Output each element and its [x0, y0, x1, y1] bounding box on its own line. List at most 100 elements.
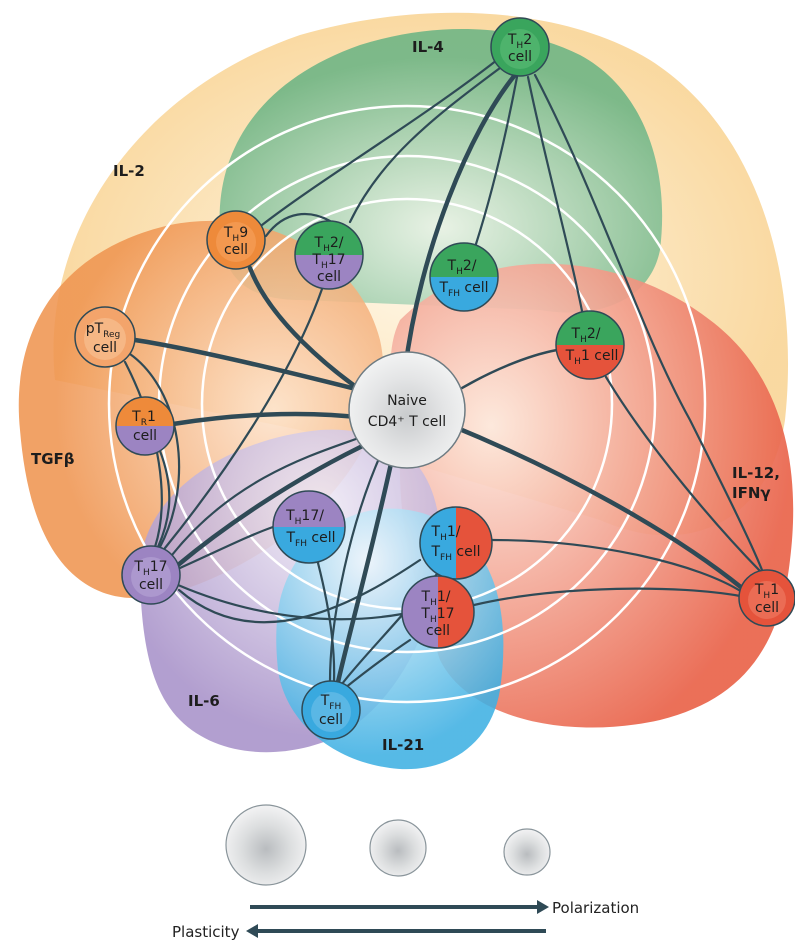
ptreg-sub: Reg — [103, 330, 120, 340]
th1-num: 1 — [770, 582, 779, 598]
tr1-cell[interactable]: TR1 cell — [115, 396, 175, 456]
th1tfh-T1: T — [431, 524, 441, 540]
il4-label: IL-4 — [412, 38, 444, 56]
th1th17-num2: 17 — [437, 606, 455, 622]
th2-th17-cell[interactable]: TH2/ TH17 cell — [294, 220, 364, 290]
th1tfh-sub2: FH — [440, 553, 452, 563]
th1tfh-sub1: H — [440, 533, 447, 543]
outer-ring — [107, 104, 707, 704]
svg-text:TH2/: TH2/ — [571, 326, 601, 345]
th17tfh-sub1: H — [295, 517, 302, 527]
th1th17-cell-word: cell — [426, 623, 450, 639]
svg-text:TH17: TH17 — [420, 606, 454, 625]
th17tfh-cell-word: cell — [307, 530, 336, 546]
tr1-num: 1 — [147, 409, 156, 425]
th2tfh-T2: T — [438, 280, 448, 296]
th2th1-num1: 2/ — [587, 326, 601, 342]
th2th17-T1: T — [314, 235, 324, 251]
link-th1th17-tfh — [343, 638, 412, 690]
th17-tfh-cell[interactable]: TH17/ TFH cell — [272, 490, 346, 564]
th17tfh-T2: T — [285, 530, 295, 546]
th1-th17-cell[interactable]: TH1/ TH17 cell — [401, 575, 475, 649]
link-th1th17-th1 — [472, 587, 742, 607]
cytokine-labels: IL-4 IL-2 TGFβ IL-12, IFNγ IL-6 IL-21 — [31, 38, 780, 754]
tfh-sub: FH — [329, 702, 341, 712]
th2-num: 2 — [523, 32, 532, 48]
link-treg-th17 — [128, 352, 181, 549]
naive-label-line2: CD4⁺ T cell — [368, 414, 446, 430]
link-naive-treg — [132, 337, 371, 395]
ptreg-cell-word: cell — [93, 340, 117, 356]
th1tfh-T2: T — [430, 544, 440, 560]
svg-text:TH17/: TH17/ — [285, 508, 324, 527]
link-th17-th1th17 — [176, 583, 404, 621]
link-th2-th2tfh — [474, 75, 519, 246]
tr1-cell-word: cell — [133, 428, 157, 444]
th2th17-num1: 2/ — [330, 235, 344, 251]
th1th17-T1: T — [421, 589, 431, 605]
link-th1tfh-th1 — [490, 538, 744, 594]
link-th17tfh-tfh — [316, 561, 336, 683]
th2-th1-cell[interactable]: TH2/ TH1 cell — [555, 310, 625, 380]
th9-cell[interactable]: TH9 cell — [206, 210, 266, 270]
legend-large-cell — [225, 804, 307, 886]
link-th17-naive2 — [170, 431, 374, 557]
tgfb-label: TGFβ — [31, 450, 75, 468]
link-th2th1-th1 — [604, 375, 762, 573]
th2th1-T1: T — [571, 326, 581, 342]
th1-cell[interactable]: TH1 cell — [738, 569, 795, 627]
link-naive-tr1 — [170, 411, 368, 427]
link-naive-th17 — [175, 437, 378, 568]
th2-tfh-cell[interactable]: TH2/ TFH cell — [429, 242, 499, 312]
th17-num: 17 — [150, 559, 168, 575]
plasticity-label: Plasticity — [172, 923, 240, 941]
link-th17-th17tfh — [178, 525, 275, 570]
th17-cell[interactable]: TH17 cell — [121, 545, 181, 605]
link-th17-th1tfh — [177, 558, 422, 624]
th1-tfh-cell[interactable]: TH1/ TFH cell — [419, 506, 493, 580]
svg-text:TH2/: TH2/ — [447, 258, 477, 277]
svg-text:TFH: TFH — [320, 693, 342, 712]
svg-text:TFH cell: TFH cell — [430, 544, 480, 563]
th2tfh-sub2: FH — [448, 289, 460, 299]
svg-text:TH1: TH1 — [754, 582, 779, 601]
naive-cd4-cell[interactable]: Naive CD4⁺ T cell — [348, 351, 466, 469]
il6-label: IL-6 — [188, 692, 220, 710]
ptreg-cell[interactable]: pTReg cell — [74, 306, 136, 368]
link-naive-th1 — [447, 422, 745, 591]
th2th1-sub1: H — [580, 335, 587, 345]
th2-sub: H — [516, 41, 523, 51]
th17tfh-sub2: FH — [295, 539, 307, 549]
tfh-cell-word: cell — [319, 712, 343, 728]
th2th1-sub2: H — [574, 357, 581, 367]
il12-label: IL-12, — [732, 464, 780, 482]
svg-text:TH17: TH17 — [133, 559, 167, 578]
svg-text:pTReg: pTReg — [86, 321, 121, 340]
link-naive-tfh2 — [328, 443, 387, 683]
link-th2-th1 — [533, 73, 764, 572]
link-th2th17-th17 — [163, 287, 324, 550]
ptreg-pT: pT — [86, 321, 104, 337]
th9-sub: H — [232, 234, 239, 244]
tfh-cell[interactable]: TFH cell — [301, 680, 361, 740]
link-naive-tfh — [335, 442, 398, 685]
svg-text:TH2/: TH2/ — [314, 235, 344, 254]
th9-num: 9 — [239, 225, 248, 241]
link-tr1-th17 — [156, 449, 171, 549]
th2-cell[interactable]: TH2 cell — [490, 17, 550, 77]
svg-text:TH1 cell: TH1 cell — [565, 348, 619, 367]
tfh-T: T — [320, 693, 330, 709]
th2-cell-word: cell — [508, 49, 532, 65]
cytokine-zones — [18, 12, 794, 770]
svg-text:TFH cell: TFH cell — [285, 530, 335, 549]
th2th1-T2: T — [565, 348, 575, 364]
svg-text:TR1: TR1 — [131, 409, 156, 428]
link-th2-th2th17 — [348, 66, 502, 224]
size-legend — [225, 804, 551, 886]
naive-label-line1: Naive — [387, 393, 427, 409]
ifng-label: IFNγ — [732, 484, 771, 502]
polarization-label: Polarization — [552, 899, 639, 917]
th2th17-cell-word: cell — [317, 269, 341, 285]
th17tfh-T1: T — [285, 508, 295, 524]
